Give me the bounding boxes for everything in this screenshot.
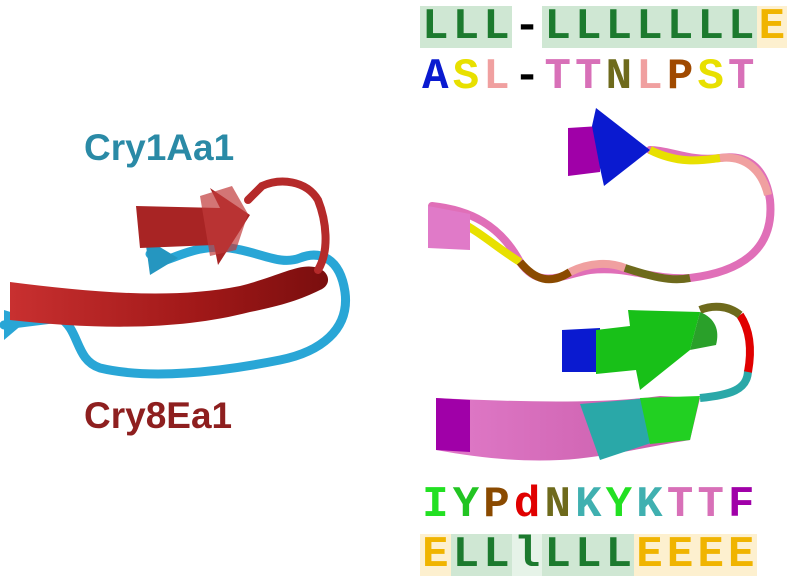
- sequence-letter: E: [695, 533, 726, 577]
- sequence-letter: L: [481, 5, 512, 49]
- sequence-letter: F: [725, 483, 757, 527]
- sequence-letter: L: [420, 5, 451, 49]
- sequence-letter: T: [695, 483, 726, 527]
- sequence-letter: -: [511, 55, 543, 99]
- cry1aa1-label: Cry1Aa1: [84, 127, 235, 168]
- sequence-letter: E: [420, 533, 451, 577]
- sequence-letter: L: [542, 5, 573, 49]
- sequence-letter: L: [481, 533, 512, 577]
- sequence-letter: L: [481, 55, 512, 99]
- sequence-letter: K: [572, 483, 604, 527]
- cry8ea1-ribbon: [10, 177, 330, 327]
- top-structure-model: [428, 108, 775, 284]
- sequence-letter: -: [511, 5, 543, 49]
- sequence-letter: L: [725, 5, 757, 49]
- sequence-letter: N: [603, 55, 635, 99]
- sequence-letter: L: [664, 5, 696, 49]
- sequence-letter: E: [756, 5, 788, 49]
- sequence-letter: L: [572, 533, 604, 577]
- sequence-letter: d: [511, 483, 543, 527]
- sequence-letter: L: [695, 5, 726, 49]
- sequence-letter: T: [572, 55, 604, 99]
- sequence-letter: L: [450, 533, 482, 577]
- sequence-letter: P: [664, 55, 696, 99]
- sequence-letter: L: [634, 55, 665, 99]
- sequence-letter: P: [481, 483, 512, 527]
- sequence-letter: S: [695, 55, 726, 99]
- sequence-letter: T: [664, 483, 696, 527]
- sequence-letter: L: [542, 533, 573, 577]
- sequence-letter: K: [634, 483, 665, 527]
- sequence-letter: Y: [603, 483, 635, 527]
- cry8ea1-label: Cry8Ea1: [84, 395, 233, 436]
- sequence-letter: S: [450, 55, 482, 99]
- sequence-letter: L: [634, 5, 665, 49]
- sequence-letter: E: [664, 533, 696, 577]
- sequence-letter: L: [450, 5, 482, 49]
- sequence-letter: L: [603, 5, 635, 49]
- sequence-letter: I: [420, 483, 451, 527]
- sequence-letter: N: [542, 483, 573, 527]
- sequence-letter: T: [542, 55, 573, 99]
- sequence-letter: Y: [450, 483, 482, 527]
- sequence-letter: E: [634, 533, 665, 577]
- sequence-letter: T: [725, 55, 757, 99]
- sequence-letter: l: [511, 533, 543, 577]
- sequence-letter: L: [572, 5, 604, 49]
- sequence-letter: A: [420, 55, 451, 99]
- sequence-letter: L: [603, 533, 635, 577]
- sequence-letter: E: [725, 533, 757, 577]
- bottom-structure-model: [436, 302, 754, 461]
